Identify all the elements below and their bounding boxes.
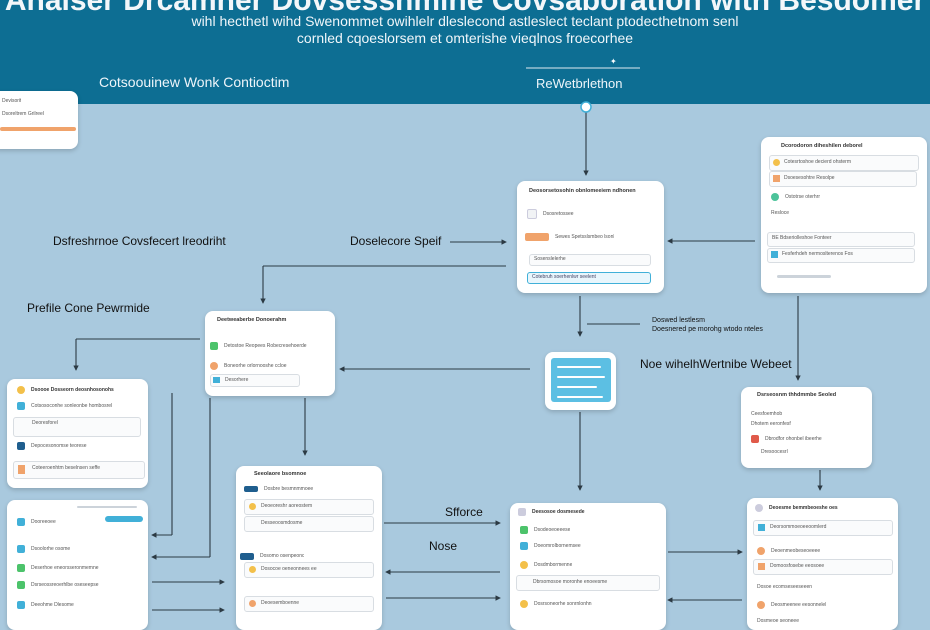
list-item: Ceesfoemhob [751, 411, 783, 417]
list-item: Cotesrtoshoe decierd ohsterm [769, 155, 919, 171]
list-item: Dhotem eeronfesf [751, 421, 791, 427]
list-item: Dsoesesohtre Resolpe [769, 171, 917, 187]
card-bottom-center[interactable]: Deesosoe dosmesede Dsodeoeoeeese Doeomro… [510, 503, 666, 630]
list-item: Ostotrse oterhrr [771, 192, 820, 202]
list-item: Dosdmbormenne [520, 560, 572, 570]
card-top-right[interactable]: Dcorodoron diheshilen deborel Cotesrtosh… [761, 137, 927, 293]
label-deficience: Dsfreshrnoe Covsfecert lreodriht [53, 234, 226, 248]
list-item: Desorhere [210, 374, 300, 387]
card-title: Deetweaberbe Donoerahm [217, 317, 287, 323]
card-title: Dsoooe Dosseorn deosnhosonohs [17, 385, 114, 395]
list-item: Deeohme Dlesome [17, 600, 74, 610]
subtitle-line-1: wihl hecthetl wihd Swenommet owihlelr dl… [191, 13, 739, 29]
list-item: Cotsosoconhe sonleonbe hombosrel [17, 401, 112, 411]
list-item: Deoesemboenne [244, 596, 374, 612]
list-item: Dsoreltrem Grilreel [2, 111, 44, 117]
list-item: Dosmeoe seoneee [757, 618, 799, 624]
list-item: Deosmeenee eesonnelel [757, 600, 826, 610]
list-item: Deoeoreshr aoreostem [244, 499, 374, 515]
list-item: BE Bdseriolleshoe Fonteer [767, 232, 915, 247]
list-item: Dooreeoee [17, 517, 56, 527]
card-left-col[interactable]: Dsoooe Dosseorn deosnhosonohs Cotsosocon… [7, 379, 148, 488]
list-item: Doeomrolbornemsee [520, 541, 581, 551]
selected-row[interactable]: Cotebruh soerhenlwr seelent [527, 272, 651, 284]
list-item: Sewes Spetsslsmbeo lsonl [525, 232, 614, 242]
footer-bar [777, 275, 831, 278]
list-item: Dsodeoeoeeese [520, 525, 570, 535]
card-mid-left[interactable]: Deetweaberbe Donoerahm Detostoe Reopees … [205, 311, 335, 396]
list-item: Devisorit [2, 98, 22, 104]
list-item: Fesferhdeh nermoslterenos Fos [767, 248, 915, 263]
card-right-mid[interactable]: Dsrseosnm thhdmmbe Seoled Ceesfoemhob Dh… [741, 387, 872, 468]
list-item: Deserhoe eneorsseronmemne [17, 563, 99, 573]
list-item: Coteeroenhtm beselnsen seffe [13, 461, 145, 479]
card-bottom-right[interactable]: Deoesme bemmbeoeshe oes Deorsommoeoeeoom… [747, 498, 898, 630]
list-item: Dosbre besmnmmoee [244, 484, 313, 494]
list-item: Dosoe ecomseseeseeen [757, 584, 813, 590]
list-item: Deorsommoeoeeoomlerd [753, 520, 893, 536]
progress-bar [0, 127, 76, 131]
list-item: Dosocoe oeneonnees ee [244, 562, 374, 578]
card-bottom-mid[interactable]: Seeolaore bsomnoe Dosbre besmnmmoee Deoe… [236, 466, 382, 630]
label-annotation: Doswed lestlesm Doesnered pe morohg wtod… [652, 317, 763, 333]
subtitle-line-2: cornled cqoeslorsem et omterishe vieqlno… [296, 30, 634, 46]
list-item: Dsosretossee [527, 209, 574, 219]
label-nose: Nose [429, 539, 458, 553]
list-item: Deoenmeobeseoeeee [757, 546, 820, 556]
list-item: Detostoe Reopees Robecresehoerde [210, 341, 307, 351]
card-main-top[interactable]: Deosorsetosohin obnlomeeiem ndhonen Dsos… [517, 181, 664, 293]
list-item: Dsrseossreoerhlbe oseseepse [17, 580, 99, 590]
card-top-left[interactable]: Devisorit Dsoreltrem Grilreel [0, 91, 78, 149]
list-item: Dsoolorhe osome [17, 544, 70, 554]
card-title: Dsrseosnm thhdmmbe Seoled [757, 392, 837, 398]
label-prefile: Prefile Cone Pewrmide [27, 301, 150, 315]
header-left-label: Cotsoouinew Wonk Contioctim [99, 74, 290, 90]
page-title: Anaiser Drcamner Dovsessnmine Covsaborat… [4, 0, 926, 17]
card-title: Deoesme bemmbeoeshe oes [755, 503, 838, 513]
label-noe: Noe wihelhWertnibe Webeet [640, 357, 792, 371]
list-item: Domoosfosebe eeosoee [753, 559, 893, 575]
list-item: Desseoosmdosme [244, 516, 374, 532]
card-bottom-left[interactable]: Dooreeoee Dsoolorhe osome Deserhoe eneor… [7, 500, 148, 630]
input-row[interactable]: Sosenslelerhe [529, 254, 651, 266]
summary-panel [551, 358, 611, 402]
svg-text:✦: ✦ [610, 57, 617, 66]
list-item: Dbrodfor ohonbel ibeerhe [751, 434, 822, 444]
list-item: Depocesonomse teorese [17, 441, 87, 451]
status-badge [105, 516, 143, 522]
list-item: Boneorhe orlornooshe ccloe [210, 361, 287, 371]
header-banner: Anaiser Drcamner Dovsessnmine Covsaborat… [0, 0, 930, 104]
list-item: Dbrsomosoe moronhe enoeesme [516, 575, 660, 591]
list-item: Deoresforel [13, 417, 141, 437]
card-title: Deesosoe dosmesede [518, 507, 585, 517]
header-right-label: ReWetbrlethon [536, 76, 623, 91]
card-title: Dcorodoron diheshilen deborel [781, 143, 863, 149]
card-title: Seeolaore bsomnoe [254, 471, 307, 477]
list-item: Dosrsoneorhe sonrnlonhn [520, 599, 592, 609]
label-doselecore: Doselecore Speif [350, 234, 442, 248]
list-item: Dresoocesrl [761, 449, 788, 455]
list-item: Dosomo osenpeonc [240, 551, 304, 561]
list-item: Resloce [771, 210, 790, 216]
card-center-small[interactable] [545, 352, 616, 410]
label-sifforce: Sfforce [445, 505, 483, 519]
card-title: Deosorsetosohin obnlomeeiem ndhonen [529, 188, 636, 194]
